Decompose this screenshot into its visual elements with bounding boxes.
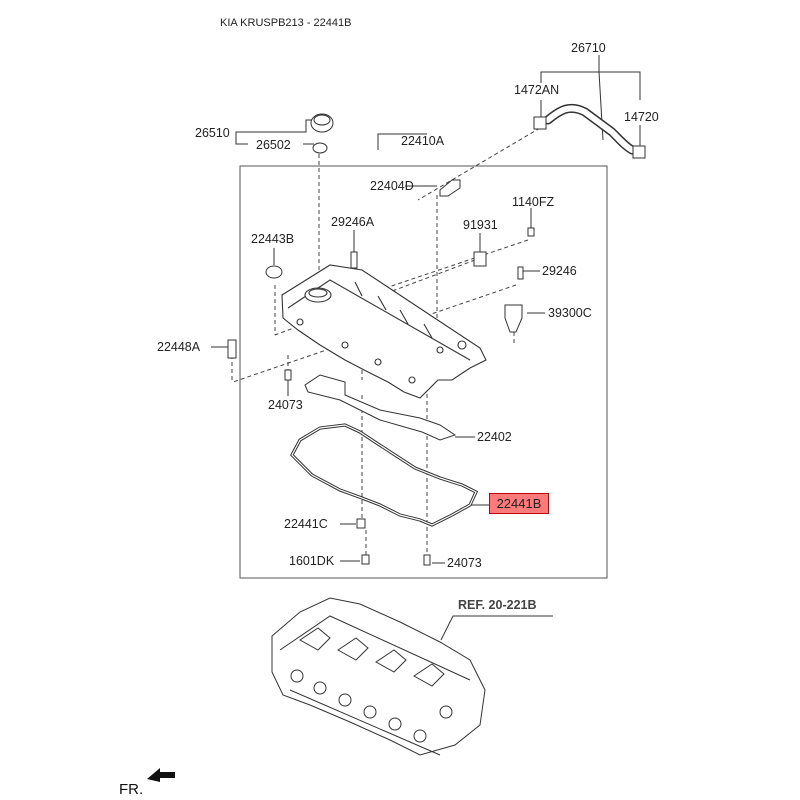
bolt-29246a — [350, 251, 358, 269]
label-14720[interactable]: 14720 — [624, 110, 659, 124]
label-1601dk[interactable]: 1601DK — [289, 554, 335, 568]
label-22402[interactable]: 22402 — [477, 430, 512, 444]
label-1472an[interactable]: 1472AN — [514, 83, 560, 97]
cylinder-head — [271, 597, 486, 756]
washer-22441c — [356, 518, 366, 529]
bolt-29246 — [517, 266, 524, 280]
bolt-1140fz — [527, 227, 535, 237]
cover-gasket — [290, 423, 479, 527]
label-26710[interactable]: 26710 — [571, 41, 606, 55]
label-91931[interactable]: 91931 — [463, 218, 498, 232]
label-24073-bottom[interactable]: 24073 — [447, 556, 482, 570]
label-22443b[interactable]: 22443B — [251, 232, 295, 246]
pcv-valve — [439, 179, 461, 197]
seal-22443b — [265, 265, 283, 279]
hose-clamp-14720 — [632, 145, 646, 159]
front-direction-label: FR. — [119, 781, 144, 798]
label-29246a[interactable]: 29246A — [331, 215, 375, 229]
cap-seal — [312, 142, 328, 154]
label-22404d[interactable]: 22404D — [370, 179, 414, 193]
cylinder-head-cover — [281, 264, 487, 399]
label-22441b-highlighted[interactable]: 22441B — [489, 493, 549, 514]
front-arrow-icon — [147, 768, 175, 782]
baffle-plate — [304, 374, 457, 441]
sensor-39300c — [504, 304, 523, 333]
label-26502[interactable]: 26502 — [256, 138, 291, 152]
label-22441c[interactable]: 22441C — [284, 517, 328, 531]
hose-clamp-1472an — [533, 116, 547, 130]
label-22448a[interactable]: 22448A — [157, 340, 201, 354]
reference-label: REF. 20-221B — [458, 598, 537, 612]
diagram-title: KIA KRUSPB213 - 22441B — [220, 17, 352, 29]
label-22410a[interactable]: 22410A — [401, 134, 445, 148]
label-1140fz[interactable]: 1140FZ — [512, 195, 555, 209]
label-24073-top[interactable]: 24073 — [268, 398, 303, 412]
clip-91931 — [473, 251, 487, 267]
dowel-24073-top — [284, 369, 292, 381]
label-26510[interactable]: 26510 — [195, 126, 230, 140]
bolt-22448a — [227, 339, 237, 359]
dowel-24073-bottom — [423, 554, 431, 566]
label-39300c[interactable]: 39300C — [548, 306, 592, 320]
assembly-frame — [239, 165, 608, 579]
label-29246[interactable]: 29246 — [542, 264, 577, 278]
dowel-1601dk — [361, 554, 370, 565]
